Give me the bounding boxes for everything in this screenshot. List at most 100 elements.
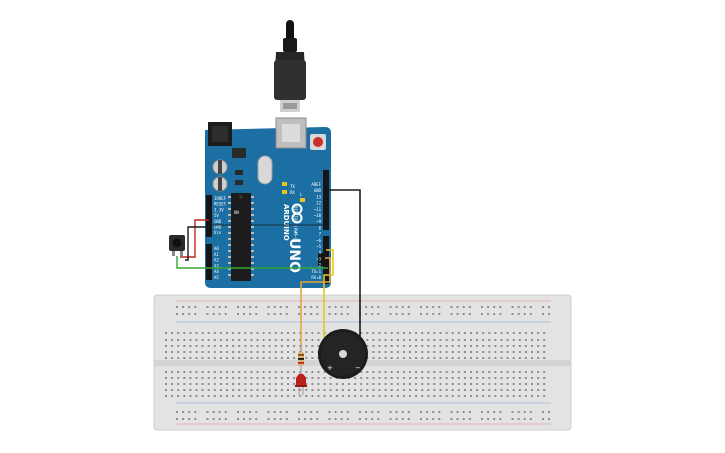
breadboard-hole	[476, 357, 479, 359]
breadboard-hole	[463, 345, 466, 347]
breadboard-hole	[218, 306, 221, 308]
breadboard-hole	[177, 383, 180, 385]
breadboard-hole	[201, 339, 204, 341]
breadboard-hole	[226, 345, 228, 347]
breadboard-hole	[244, 357, 247, 359]
breadboard-hole	[250, 345, 253, 347]
chip-pin	[251, 232, 254, 234]
breadboard-hole	[396, 383, 399, 385]
breadboard-hole	[518, 383, 521, 385]
breadboard-hole	[238, 377, 241, 379]
breadboard-hole	[293, 371, 296, 373]
breadboard-hole	[523, 411, 526, 413]
breadboard-hole	[512, 377, 515, 379]
breadboard-hole	[262, 377, 265, 379]
breadboard-hole	[360, 395, 363, 397]
breadboard-hole	[420, 411, 422, 413]
breadboard-hole	[280, 339, 283, 341]
chip-pin	[228, 232, 231, 234]
breadboard-hole	[280, 371, 283, 373]
breadboard-hole	[238, 351, 241, 353]
breadboard-hole	[243, 418, 246, 420]
breadboard-hole	[433, 389, 436, 391]
breadboard-hole	[372, 395, 375, 397]
breadboard-hole	[433, 371, 436, 373]
push-button[interactable]	[169, 235, 185, 256]
breadboard-hole	[237, 313, 239, 315]
breadboard-hole	[451, 339, 454, 341]
breadboard-hole	[511, 313, 514, 315]
wire-black-button	[185, 226, 209, 261]
breadboard-hole	[304, 418, 307, 420]
breadboard-hole	[427, 395, 430, 397]
breadboard-hole	[360, 383, 363, 385]
breadboard-hole	[280, 383, 283, 385]
breadboard-hole	[470, 383, 472, 385]
chip-pin	[251, 244, 254, 246]
breadboard-hole	[518, 351, 521, 353]
breadboard-hole	[372, 332, 375, 334]
breadboard-hole	[366, 339, 369, 341]
breadboard-hole	[543, 383, 546, 385]
breadboard-hole	[262, 395, 265, 397]
breadboard-hole	[201, 389, 204, 391]
breadboard-hole	[517, 411, 520, 413]
breadboard-hole	[506, 357, 509, 359]
breadboard-hole	[438, 313, 441, 315]
breadboard-hole	[213, 377, 216, 379]
breadboard-hole	[207, 371, 210, 373]
breadboard-hole	[439, 339, 442, 341]
breadboard-hole	[396, 357, 399, 359]
chip-pin	[228, 244, 231, 246]
digital-labels-11: 4	[319, 250, 322, 255]
breadboard-hole	[457, 332, 460, 334]
breadboard-hole	[476, 351, 479, 353]
breadboard-hole	[310, 418, 313, 420]
chip-pin	[251, 220, 254, 222]
breadboard-hole	[250, 351, 253, 353]
breadboard-hole	[493, 411, 496, 413]
on-label: ON	[234, 210, 239, 215]
breadboard-hole	[346, 306, 349, 308]
breadboard-hole	[232, 383, 235, 385]
breadboard-hole	[537, 339, 540, 341]
breadboard-hole	[255, 313, 258, 315]
breadboard-hole	[310, 313, 313, 315]
chip-pin	[251, 250, 254, 252]
breadboard-hole	[537, 357, 540, 359]
breadboard-hole	[274, 395, 277, 397]
breadboard-hole	[328, 306, 331, 308]
breadboard-hole	[481, 313, 483, 315]
breadboard-hole	[378, 332, 381, 334]
breadboard-hole	[207, 332, 210, 334]
rx-label: RX	[290, 190, 295, 195]
breadboard-hole	[354, 389, 357, 391]
analog-labels-2: A2	[214, 258, 219, 263]
reset-button[interactable]	[313, 137, 323, 147]
breadboard-hole	[494, 389, 497, 391]
breadboard-hole	[212, 411, 215, 413]
breadboard-hole	[427, 377, 430, 379]
breadboard-hole	[250, 383, 253, 385]
breadboard-hole	[249, 411, 252, 413]
breadboard-hole	[244, 395, 247, 397]
breadboard-hole	[378, 383, 381, 385]
breadboard-hole	[274, 377, 277, 379]
breadboard-hole	[456, 306, 459, 308]
breadboard-hole	[445, 383, 448, 385]
breadboard-hole	[219, 345, 222, 347]
breadboard-hole	[226, 332, 228, 334]
breadboard-hole	[177, 377, 180, 379]
breadboard-hole	[206, 313, 209, 315]
breadboard-hole	[390, 357, 393, 359]
digital-labels-2: 13	[316, 194, 321, 199]
breadboard-hole	[506, 332, 509, 334]
breadboard-hole	[279, 411, 282, 413]
breadboard-hole	[171, 377, 174, 379]
breadboard-hole	[401, 313, 404, 315]
breadboard-hole	[238, 371, 241, 373]
breadboard-hole	[427, 332, 430, 334]
breadboard-hole	[494, 345, 497, 347]
breadboard-hole	[226, 395, 228, 397]
breadboard-hole	[256, 332, 259, 334]
